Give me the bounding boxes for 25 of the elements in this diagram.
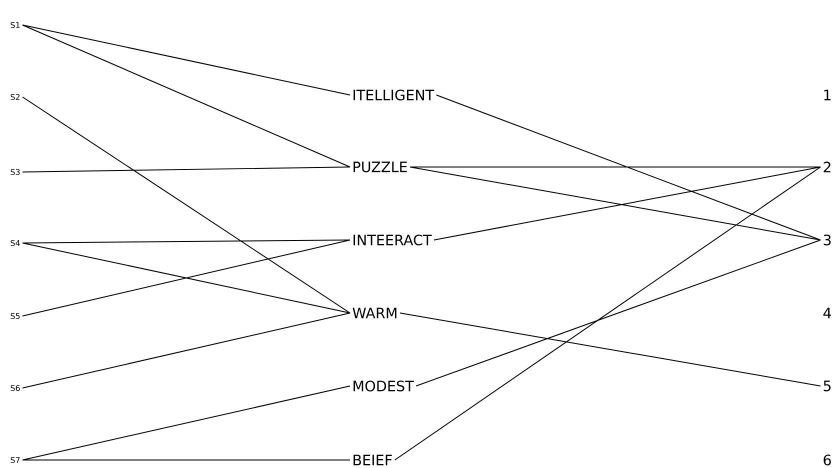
connector-line [22,24,350,168]
connector-line [22,239,350,244]
word-label: PUZZLE [354,162,407,172]
word-label: MODEST [354,380,414,392]
connector-line [22,385,350,460]
connector-line [410,166,821,168]
connector-line [22,312,350,388]
number-label: 2 [824,162,830,172]
number-label: 3 [824,234,831,246]
number-label: 1 [824,90,830,100]
word-label: BEIEF [354,454,392,466]
connector-line [399,312,821,386]
connector-line [22,96,350,314]
connector-line [22,24,350,96]
connector-line [22,459,350,460]
number-label: 5 [824,380,831,392]
number-label: 4 [823,308,831,318]
word-label: INTEERACT [354,234,432,246]
number-label: 6 [824,454,831,466]
connector-line [436,94,821,240]
word-label: WARM [352,308,396,318]
connector-line [416,239,821,386]
word-label: ITELLIGENT [354,90,434,100]
connector-line [394,166,821,460]
connector-line [22,166,350,172]
